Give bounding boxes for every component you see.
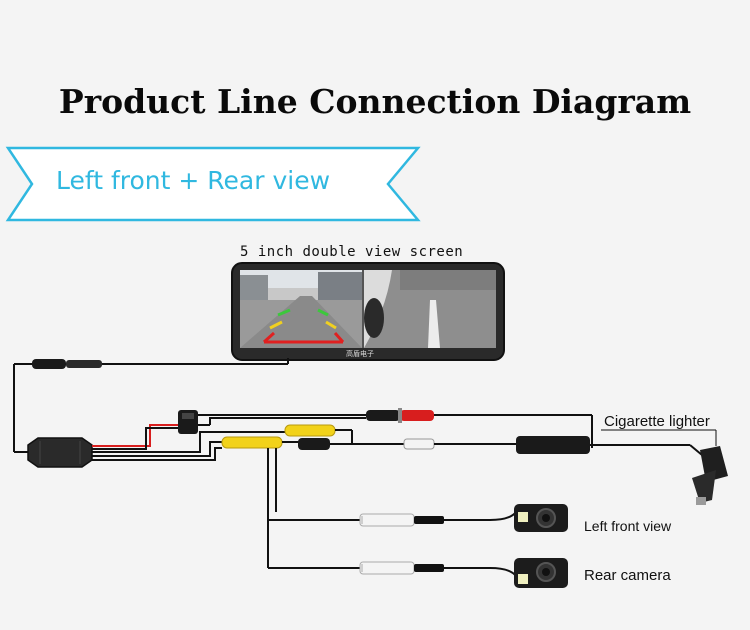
- banner-ribbon: [5, 146, 421, 222]
- inline-connector: [178, 410, 198, 434]
- lighter-wires: [198, 414, 593, 448]
- right-camera-view: [364, 270, 496, 348]
- rear-camera-label: Rear camera: [584, 567, 671, 584]
- screen-label: 5 inch double view screen: [240, 244, 464, 260]
- left-front-camera: [514, 504, 568, 532]
- monitor-brand-text: 高盾电子: [346, 349, 374, 358]
- red-black-connector: [366, 408, 434, 423]
- mirror-monitor: 高盾电子: [231, 262, 505, 361]
- cigarette-lighter-plug: [601, 429, 728, 505]
- hub-wires: [92, 424, 285, 461]
- rear-camera-cable: [359, 561, 517, 577]
- left-front-view-label: Left front view: [584, 518, 672, 534]
- camera-video-wires: [267, 448, 360, 569]
- left-front-camera-cable: [359, 511, 517, 527]
- banner-text: Left front + Rear view: [56, 166, 331, 195]
- yellow-rca-upper: [284, 424, 353, 444]
- monitor-cable: [13, 358, 289, 453]
- splitter-connector: [298, 438, 516, 450]
- yellow-rca-lower: [221, 436, 300, 449]
- rear-camera: [514, 558, 568, 588]
- left-camera-view: [240, 270, 362, 348]
- main-hub-connector: [27, 437, 93, 468]
- power-module: [516, 436, 690, 454]
- diagram-title: Product Line Connection Diagram: [58, 82, 692, 121]
- monitor-plug: [32, 359, 102, 369]
- cigarette-lighter-label: Cigarette lighter: [604, 413, 710, 430]
